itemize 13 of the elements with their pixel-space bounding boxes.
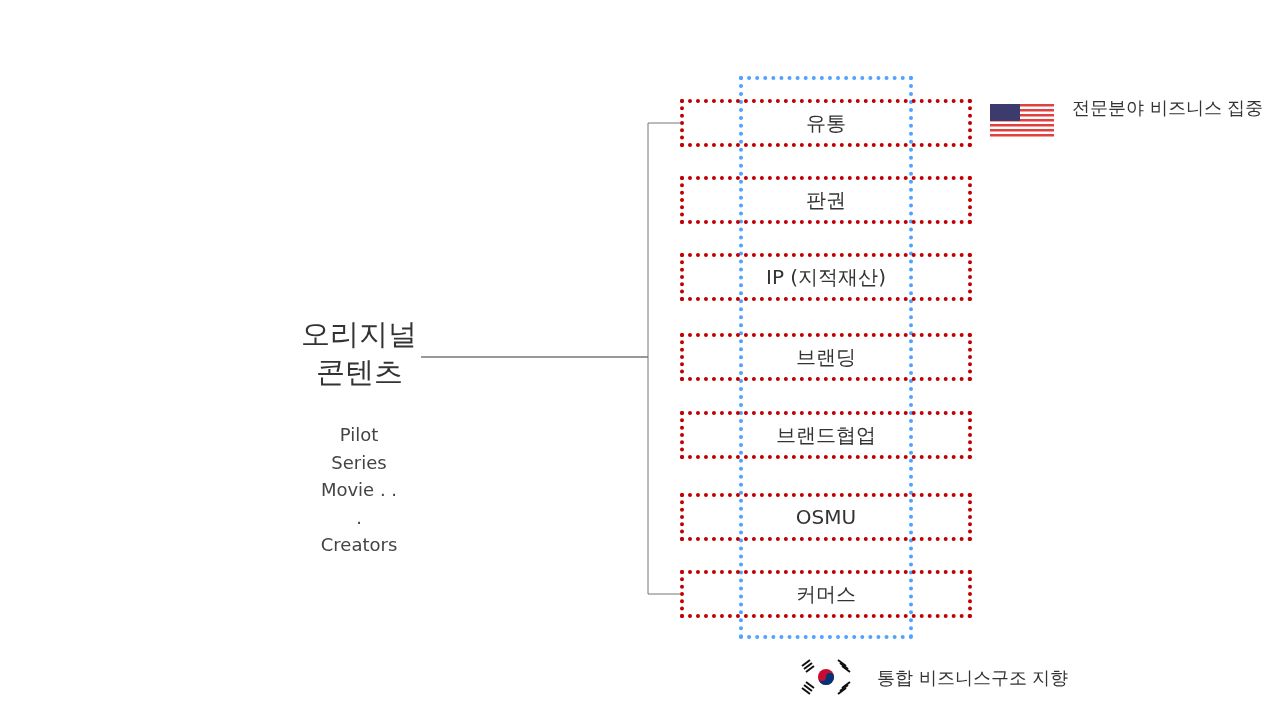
dotted-box: 유통 bbox=[680, 99, 972, 147]
dotted-box: 커머스 bbox=[680, 570, 972, 618]
list-text: Pilot Series Movie . . . Creators bbox=[320, 423, 398, 557]
heading: 오리지널 콘텐츠 bbox=[300, 316, 418, 391]
dotted-box: 브랜드협업 bbox=[680, 411, 972, 459]
dotted-frame bbox=[739, 76, 913, 639]
dotted-box: OSMU bbox=[680, 493, 972, 541]
note-text: 전문분야 비즈니스 집중 bbox=[1072, 96, 1264, 120]
dotted-box: 브랜딩 bbox=[680, 333, 972, 381]
dotted-box: 판권 bbox=[680, 176, 972, 224]
dotted-box: IP (지적재산) bbox=[680, 253, 972, 301]
connector-line bbox=[420, 356, 681, 595]
note-text: 통합 비즈니스구조 지향 bbox=[877, 666, 1069, 690]
